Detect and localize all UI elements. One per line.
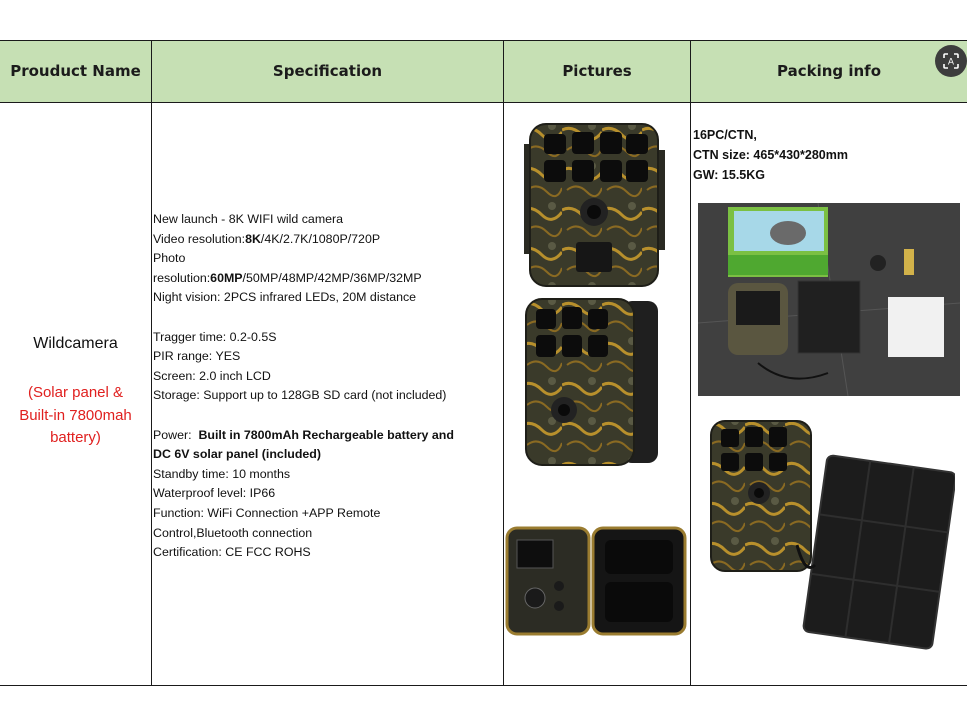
header-packing-info: Packing info (691, 40, 967, 102)
column-divider (503, 40, 504, 686)
spec-line: Video resolution:8K/4K/2.7K/1080P/720P (153, 231, 381, 246)
spec-line: Photo (153, 251, 186, 266)
spec-line: Storage: Support up to 128GB SD card (no… (153, 388, 447, 403)
header-product-name: Prouduct Name (0, 40, 151, 102)
product-note-line: (Solar panel & (27, 384, 124, 401)
camera-front-image (524, 123, 665, 287)
google-lens-icon: A (943, 53, 959, 69)
spec-line: resolution:60MP/50MP/48MP/42MP/36MP/32MP (153, 270, 422, 285)
spec-line: Standby time: 10 months (153, 466, 291, 481)
product-name: Wildcamera (33, 335, 118, 352)
spec-line: Screen: 2.0 inch LCD (153, 368, 271, 383)
packing-line: CTN size: 465*430*280mm (693, 148, 848, 162)
table-bottom-border (0, 685, 967, 686)
camera-with-solar-panel-image (710, 420, 955, 650)
table-top-border (0, 40, 967, 41)
header-pictures: Pictures (504, 40, 690, 102)
packing-line: 16PC/CTN, (693, 128, 757, 142)
header-bottom-border (0, 102, 967, 103)
camera-side-image (525, 298, 658, 466)
spec-line: New launch - 8K WIFI wild camera (153, 212, 344, 226)
spec-line: Waterproof level: IP66 (153, 486, 276, 501)
camera-open-image (505, 526, 687, 636)
spec-line: Control,Bluetooth connection (153, 525, 313, 540)
package-contents-image (698, 203, 960, 396)
product-note-line: Built-in 7800mah (19, 406, 132, 424)
column-divider (151, 40, 152, 686)
spec-line: Power: Built in 7800mAh Rechargeable bat… (153, 427, 454, 442)
header-specification: Specification (152, 40, 503, 102)
spec-line: Certification: CE FCC ROHS (153, 545, 311, 560)
spec-line: PIR range: YES (153, 349, 241, 364)
specification-text: New launch - 8K WIFI wild camera Video r… (153, 210, 501, 563)
google-lens-button[interactable]: A (935, 45, 967, 77)
spec-line: Tragger time: 0.2-0.5S (153, 329, 277, 344)
spec-line: Function: WiFi Connection +APP Remote (153, 505, 381, 520)
packing-info-text: 16PC/CTN, CTN size: 465*430*280mm GW: 15… (693, 125, 848, 185)
spec-table: Prouduct Name Specification Pictures Pac… (0, 40, 967, 686)
spec-line: Night vision: 2PCS infrared LEDs, 20M di… (153, 290, 417, 305)
product-note-line: battery) (50, 429, 101, 446)
column-divider (690, 40, 691, 686)
packing-line: GW: 15.5KG (693, 168, 766, 182)
spec-line: DC 6V solar panel (included) (153, 447, 321, 462)
product-note: (Solar panel & Built-in 7800mah battery) (4, 382, 147, 450)
svg-text:A: A (948, 58, 955, 68)
